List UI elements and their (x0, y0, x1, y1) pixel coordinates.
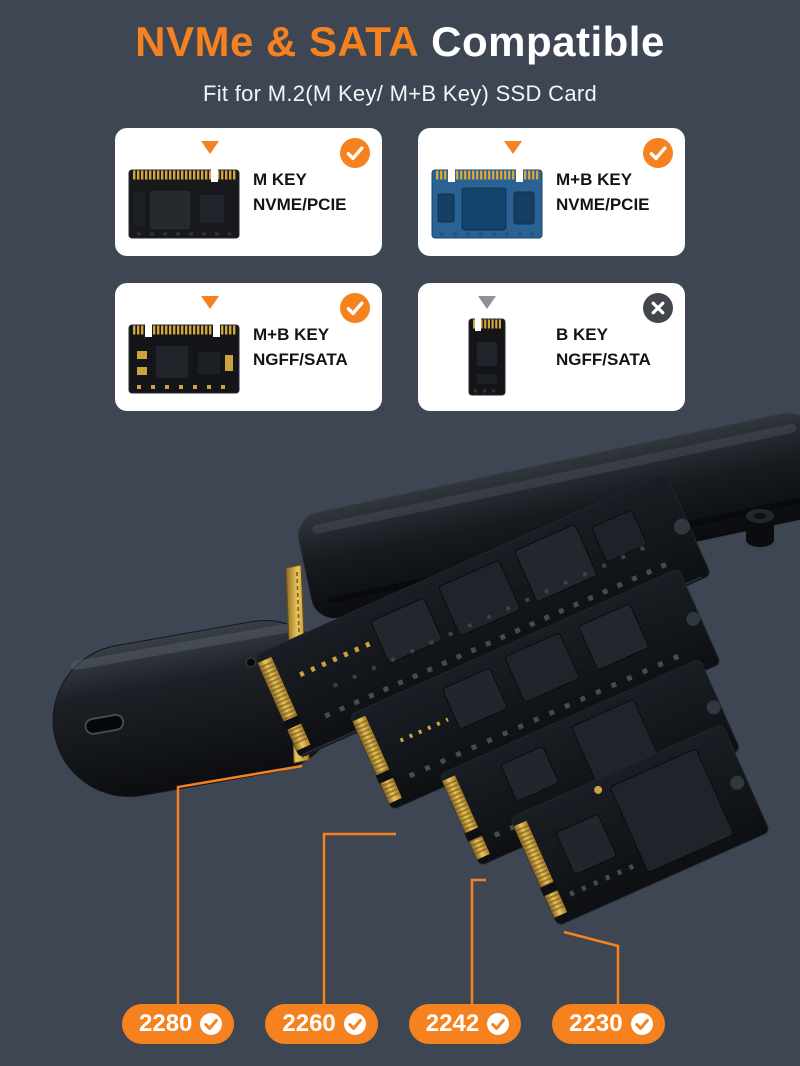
mb-key-sata-ssd-image (125, 294, 243, 400)
title-rest: Compatible (431, 18, 665, 65)
size-badge-label: 2260 (282, 1010, 336, 1037)
size-badge-2242: 2242 (408, 1004, 522, 1044)
size-badge-label: 2230 (569, 1010, 623, 1037)
ssd-2260-image (351, 569, 720, 809)
check-icon (340, 293, 370, 323)
ssd-illustration (128, 323, 240, 394)
check-icon (340, 138, 370, 168)
card-text: M+B KEY NGFF/SATA (253, 322, 348, 373)
card-key-type: B KEY (556, 324, 608, 344)
triangle-down-icon (504, 141, 522, 154)
card-text: B KEY NGFF/SATA (556, 322, 651, 373)
triangle-down-icon (201, 141, 219, 154)
check-icon (630, 1012, 654, 1036)
triangle-down-icon (201, 296, 219, 309)
triangle-down-icon (478, 296, 496, 309)
card-key-type: M KEY (253, 169, 307, 189)
callout-line-2230 (563, 930, 620, 1006)
compatibility-grid: M KEY NVME/PCIE (115, 128, 685, 411)
size-badge-label: 2280 (139, 1010, 193, 1037)
ssd-2280-image (255, 474, 710, 757)
size-badge-label: 2242 (425, 1010, 480, 1037)
card-key-type: M+B KEY (556, 169, 633, 189)
ssd-illustration (468, 317, 506, 396)
card-interface: NVME/PCIE (253, 195, 347, 214)
page-subtitle: Fit for M.2(M Key/ M+B Key) SSD Card (202, 81, 598, 106)
card-interface: NGFF/SATA (253, 350, 348, 369)
ssd-2230-image (511, 725, 769, 925)
card-interface: NVME/PCIE (556, 195, 650, 214)
card-key-type: M+B KEY (253, 324, 330, 344)
callout-line-2280 (176, 764, 303, 1006)
m-key-ssd-image (125, 139, 243, 245)
compat-card-mb-key-nvme: M+B KEY NVME/PCIE (418, 128, 685, 256)
callout-line-2242 (470, 878, 486, 1006)
card-text: M KEY NVME/PCIE (253, 167, 347, 218)
size-badges: 2280 2260 2242 2230 (122, 1004, 665, 1044)
callout-line-2260 (322, 832, 396, 1006)
check-icon (343, 1012, 367, 1036)
ssd-illustration (128, 168, 240, 239)
product-photo (0, 410, 800, 1010)
check-icon (643, 138, 673, 168)
compat-card-m-key: M KEY NVME/PCIE (115, 128, 382, 256)
size-badge-2230: 2230 (552, 1004, 665, 1044)
mb-key-nvme-ssd-image (428, 139, 546, 245)
size-badge-2260: 2260 (265, 1004, 378, 1044)
usb-c-port (84, 713, 125, 735)
ssd-illustration (431, 168, 543, 239)
size-badge-2280: 2280 (122, 1004, 235, 1044)
enclosure-ssd-scene (52, 412, 800, 1006)
size-callout-lines (176, 764, 620, 1006)
check-icon (199, 1012, 223, 1036)
title-highlight: NVMe & SATA (135, 18, 420, 65)
compat-card-b-key: B KEY NGFF/SATA (418, 283, 685, 411)
b-key-ssd-image (428, 294, 546, 400)
check-icon (486, 1012, 510, 1036)
x-icon (643, 293, 673, 323)
card-text: M+B KEY NVME/PCIE (556, 167, 650, 218)
card-interface: NGFF/SATA (556, 350, 651, 369)
compat-card-mb-key-sata: M+B KEY NGFF/SATA (115, 283, 382, 411)
screw-hole (245, 657, 256, 668)
